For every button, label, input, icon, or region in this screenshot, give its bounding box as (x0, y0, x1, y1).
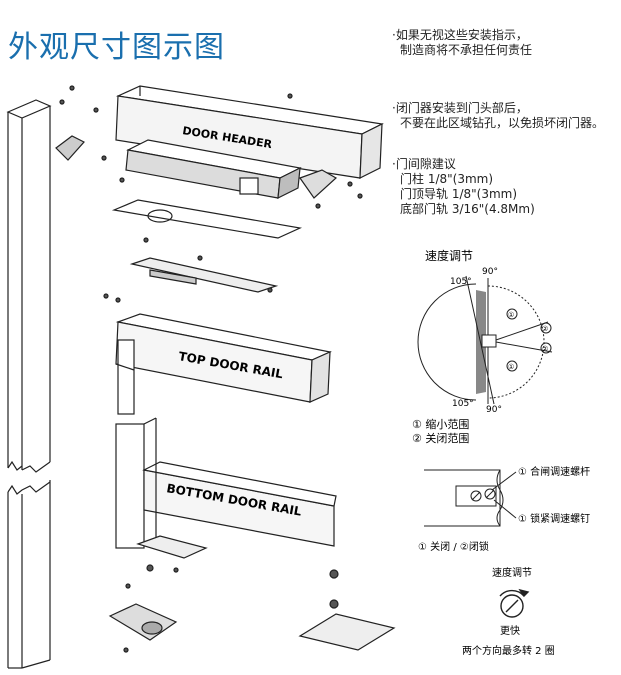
note-drilling-line2: 不要在此区域钻孔，以免损坏闭门器。 (400, 116, 605, 130)
speed-marker-2a: ② (542, 325, 548, 333)
speed-marker-2b: ② (542, 345, 548, 353)
note-gap-line1: ·门间隙建议 (392, 157, 456, 171)
note-gap-line4: 底部门轨 3/16"(4.8Mm) (400, 202, 535, 216)
speed-marker-1a: ① (508, 311, 514, 319)
speed-marker-1b: ① (508, 363, 514, 371)
top-door-rail (115, 313, 332, 415)
note-liability: ·如果无视这些安装指示， 制造商将不承担任何责任 (392, 28, 532, 58)
speed-legend-1: ① 缩小范围 (412, 417, 469, 431)
mounting-plate (111, 199, 303, 239)
door-stile-upper (6, 99, 52, 473)
screws (59, 85, 363, 653)
rotation-title: 速度调节 (492, 566, 532, 579)
valve-diagram (424, 469, 517, 527)
speed-105-top: 105° (450, 277, 472, 287)
end-bracket-right (299, 169, 338, 199)
valve-label-2: ① 锁紧调速螺钉 (518, 512, 590, 525)
note-liability-line1: ·如果无视这些安装指示， (392, 28, 528, 42)
page-title: 外观尺寸图示图 (8, 30, 225, 65)
speed-90-bottom: 90° (486, 405, 502, 415)
closer-body (125, 139, 302, 200)
floor-plate-right (298, 613, 396, 651)
speed-legend-2: ② 关闭范围 (412, 431, 469, 445)
pivot-bracket (136, 535, 208, 559)
floor-plate-pivot (141, 621, 163, 635)
speed-105-bottom: 105° (452, 399, 474, 409)
screwdriver-rotation-icon (499, 588, 530, 618)
speed-title: 速度调节 (425, 248, 473, 263)
arm-assembly (129, 257, 279, 293)
valve-caption: ① 关闭 / ②闭锁 (418, 540, 489, 553)
speed-90-top: 90° (482, 267, 498, 277)
note-gap-line3: 门顶导轨 1/8"(3mm) (400, 187, 518, 201)
note-drilling: ·闭门器安装到门头部后， 不要在此区域钻孔，以免损坏闭门器。 (392, 101, 604, 131)
note-gap: ·门间隙建议 门柱 1/8"(3mm) 门顶导轨 1/8"(3mm) 底部门轨 … (392, 157, 535, 217)
floor-plate-left (108, 603, 178, 641)
door-header (115, 85, 384, 179)
note-gap-line2: 门柱 1/8"(3mm) (400, 172, 494, 186)
note-drilling-line1: ·闭门器安装到门头部后， (392, 101, 528, 115)
note-liability-line2: 制造商将不承担任何责任 (400, 43, 533, 57)
rotation-note: 两个方向最多转 2 圈 (462, 644, 555, 657)
valve-label-1: ① 合闸调速螺杆 (518, 465, 590, 478)
speed-dial (417, 275, 553, 405)
end-bracket-left (55, 135, 85, 161)
rotation-faster: 更快 (500, 625, 520, 637)
bottom-door-rail (115, 417, 337, 549)
door-stile-lower (7, 480, 51, 669)
